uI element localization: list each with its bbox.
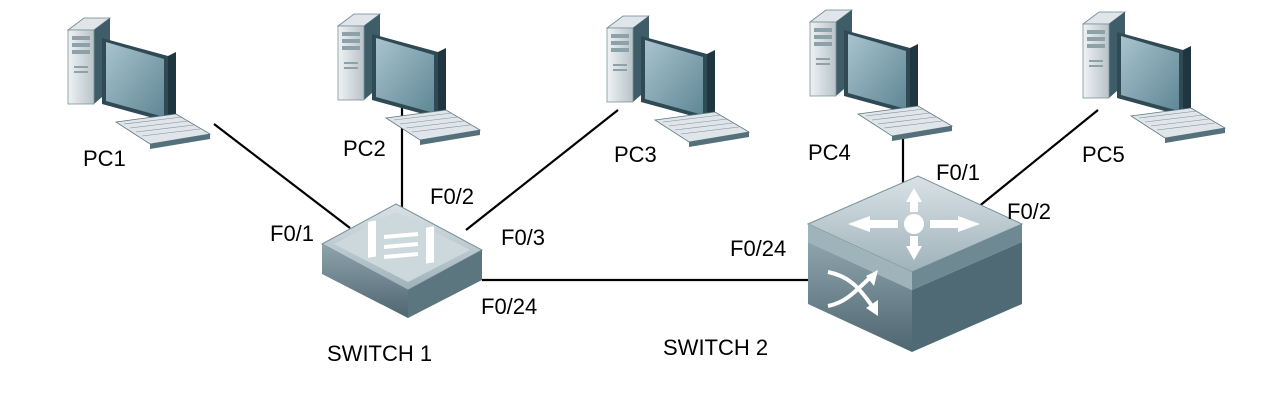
layer3-switch-icon [806,174,1024,354]
switch-icon [320,202,484,320]
switch-1 [320,202,484,320]
switch1-label: SWITCH 1 [327,341,432,366]
pc-icon [1082,11,1226,144]
pc3-label: PC3 [614,142,657,167]
pc-icon [809,9,953,142]
port-label-sw1-f024: F0/24 [481,294,537,319]
pc2 [337,13,481,146]
pc-icon [606,15,750,148]
pc4 [809,9,953,142]
link-pc3-sw1 [465,109,619,231]
port-label-sw2-f024: F0/24 [730,236,786,261]
pc5 [1082,11,1226,144]
switch-2 [806,174,1024,354]
port-label-sw2-f01: F0/1 [936,160,980,185]
switch2-label: SWITCH 2 [663,335,768,360]
pc1 [67,17,211,150]
port-label-sw1-f02: F0/2 [430,184,474,209]
pc3 [606,15,750,148]
pc2-label: PC2 [343,136,386,161]
link-pc5-sw2 [971,109,1099,213]
pc-icon [337,13,481,146]
pc-icon [67,17,211,150]
pc4-label: PC4 [808,140,851,165]
link-pc1-sw1 [213,123,351,229]
port-label-sw1-f03: F0/3 [501,225,545,250]
pc5-label: PC5 [1082,142,1125,167]
port-label-sw2-f02: F0/2 [1007,199,1051,224]
port-label-sw1-f01: F0/1 [270,221,314,246]
pc1-label: PC1 [83,146,126,171]
